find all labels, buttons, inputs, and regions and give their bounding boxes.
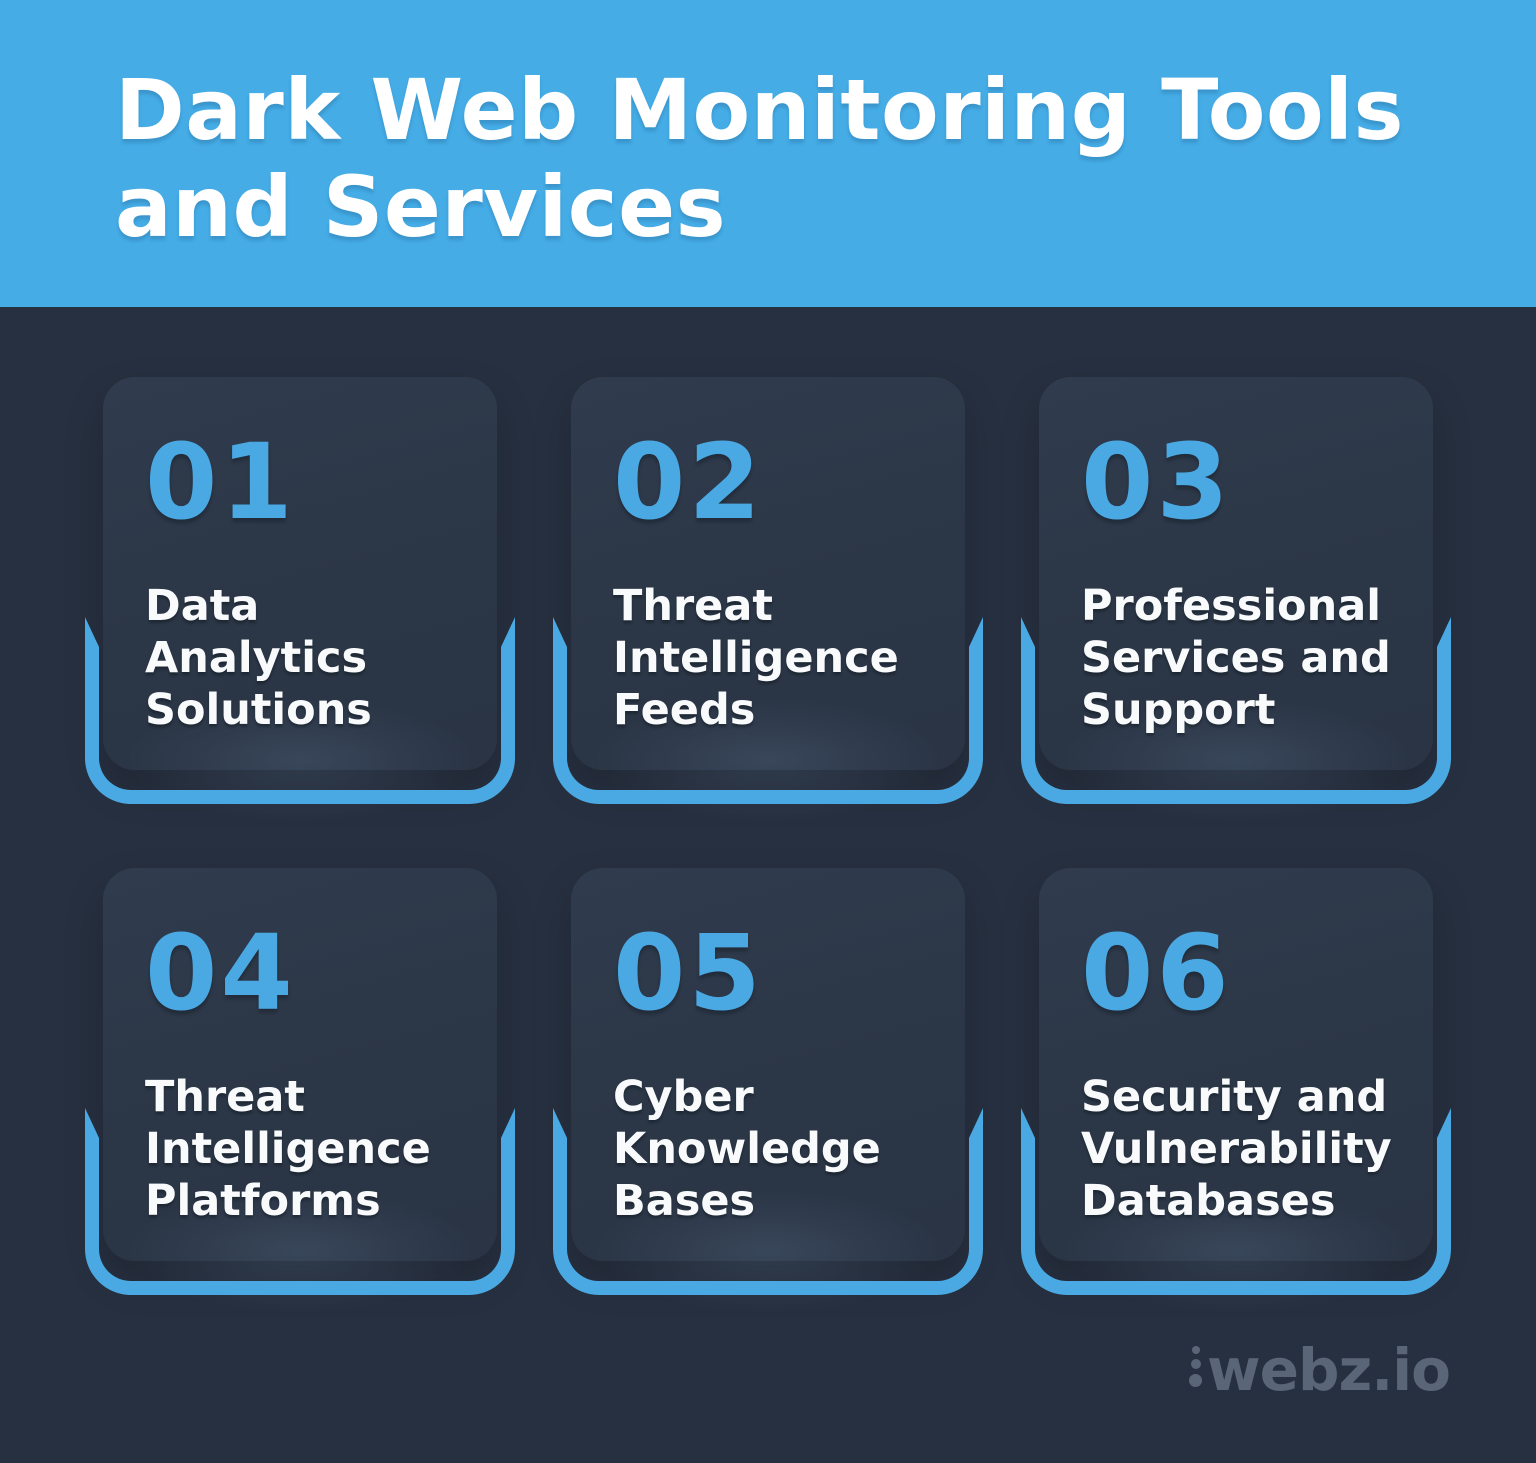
logo-dots-icon [1189,1346,1203,1387]
logo-text: webz.io [1207,1336,1451,1404]
card-threat-platforms: 04 Threat Intelligence Platforms [58,868,542,1336]
card-vulnerability-databases: 06 Security and Vulnerability Databases [994,868,1478,1336]
page-title: Dark Web Monitoring Tools and Services [115,61,1404,256]
card-number: 02 [613,421,764,543]
card-title: Professional Services and Support [1081,581,1391,735]
card-number: 05 [613,912,764,1034]
card-number: 01 [145,421,296,543]
card-title: Threat Intelligence Platforms [145,1072,431,1226]
card-data-analytics: 01 Data Analytics Solutions [58,377,542,845]
card-title: Cyber Knowledge Bases [613,1072,881,1226]
card-professional-services: 03 Professional Services and Support [994,377,1478,845]
card-number: 03 [1081,421,1232,543]
header-banner: Dark Web Monitoring Tools and Services [0,0,1536,307]
cards-grid: 01 Data Analytics Solutions 02 Threat In… [0,307,1536,1336]
card-title: Threat Intelligence Feeds [613,581,899,735]
card-threat-feeds: 02 Threat Intelligence Feeds [526,377,1010,845]
footer: webz.io [0,1261,1536,1399]
card-number: 04 [145,912,296,1034]
card-title: Security and Vulnerability Databases [1081,1072,1392,1226]
card-number: 06 [1081,912,1232,1034]
card-cyber-knowledge: 05 Cyber Knowledge Bases [526,868,1010,1336]
card-title: Data Analytics Solutions [145,581,372,735]
webzio-logo: webz.io [1189,1336,1451,1404]
